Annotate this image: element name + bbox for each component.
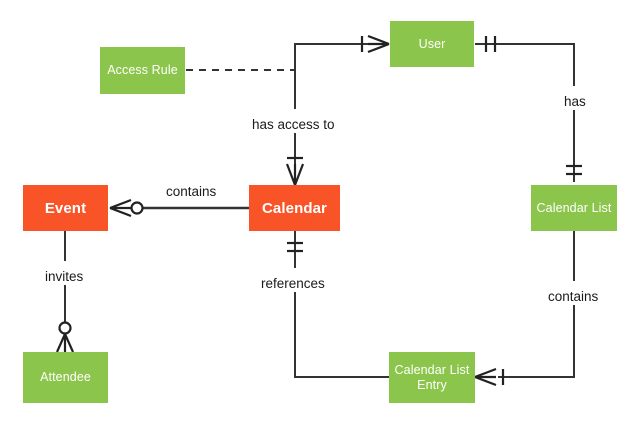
marker-attendee-invites-crowsfoot — [55, 333, 75, 353]
marker-event-contains-circle — [130, 201, 144, 215]
marker-cle-contains-crowsfoot — [474, 367, 497, 387]
relationship-label-invites: invites — [42, 269, 87, 285]
entity-access-rule-label: Access Rule — [107, 63, 178, 77]
connector-user-has-calendarlist-top — [475, 43, 575, 86]
entity-calendar-list-label: Calendar List — [536, 200, 612, 215]
entity-event[interactable]: Event — [23, 185, 108, 231]
connector-has-access-to — [294, 43, 389, 109]
entity-user-label: User — [418, 36, 446, 51]
marker-user-has-access-crowsfoot — [367, 34, 390, 54]
connector-calendarlist-contains — [498, 297, 575, 378]
entity-calendar-list[interactable]: Calendar List — [531, 185, 617, 231]
entity-calendar-list-entry[interactable]: Calendar List Entry — [389, 352, 475, 403]
relationship-label-has-access-to: has access to — [249, 117, 338, 133]
entity-user[interactable]: User — [390, 21, 474, 67]
entity-calendar[interactable]: Calendar — [249, 185, 340, 231]
relationship-label-contains-entry: contains — [545, 289, 602, 305]
entity-calendar-label: Calendar — [262, 199, 327, 217]
entity-attendee[interactable]: Attendee — [23, 352, 108, 403]
relationship-label-contains-calendar: contains — [163, 184, 220, 200]
marker-calendar-has-access-crowsfoot — [285, 163, 305, 186]
entity-access-rule[interactable]: Access Rule — [100, 47, 185, 94]
entity-attendee-label: Attendee — [40, 370, 91, 384]
entity-event-label: Event — [44, 199, 87, 217]
entity-calendar-list-entry-label: Calendar List Entry — [394, 362, 470, 392]
relationship-label-has: has — [561, 94, 589, 110]
marker-attendee-invites-circle — [58, 321, 72, 335]
connector-calendar-references — [294, 292, 389, 378]
relationship-label-references: references — [258, 276, 328, 292]
marker-event-contains-crowsfoot — [109, 198, 132, 218]
